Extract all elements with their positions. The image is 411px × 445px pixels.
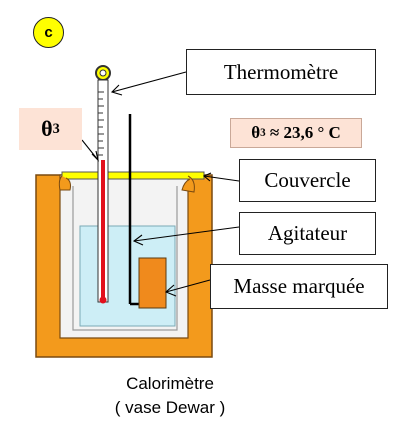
- label-couvercle: Couvercle: [239, 159, 376, 202]
- vessel-inner-lining: [72, 186, 178, 331]
- panel-letter-badge: c: [33, 17, 64, 48]
- label-thermometre: Thermomètre: [186, 49, 376, 95]
- label-masse-marquee: Masse marquée: [210, 264, 388, 309]
- theta-symbol: θ: [41, 116, 53, 141]
- thermometer-column: [101, 160, 105, 300]
- thermometer-bulb: [99, 296, 107, 304]
- lid-right-hook: [181, 175, 195, 193]
- lid-left-hook: [58, 175, 71, 191]
- theta-symbol: θ: [251, 123, 261, 142]
- theta-subscript: 3: [52, 120, 60, 137]
- caption-subtitle: ( vase Dewar ): [114, 398, 226, 417]
- thermometer-graduations: [98, 91, 104, 156]
- label-agitateur: Agitateur: [239, 212, 376, 255]
- marked-mass: [138, 257, 167, 309]
- lid: [61, 171, 205, 180]
- theta-value-text: ≈ 23,6 ° C: [265, 123, 341, 142]
- theta-subscript: 3: [260, 127, 266, 139]
- caption-title: Calorimètre: [126, 374, 214, 393]
- leader-arrows: [81, 71, 240, 297]
